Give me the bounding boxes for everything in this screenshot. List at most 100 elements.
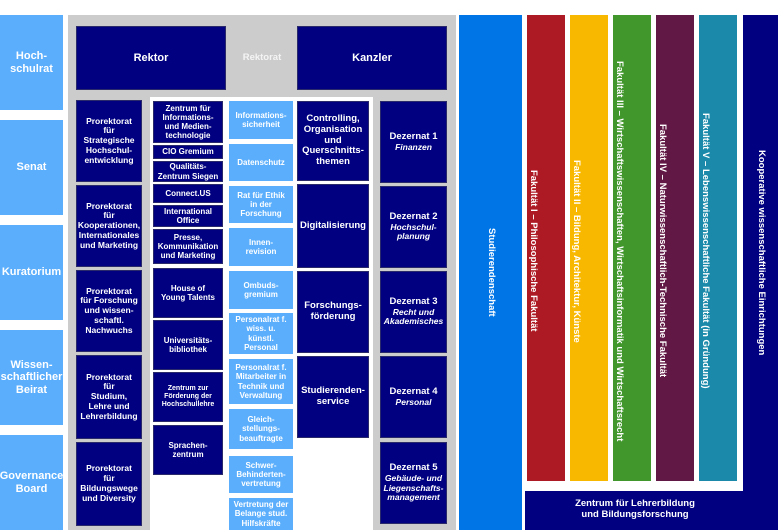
staff-label: Personalrat f. Mitarbeiter in Technik un… bbox=[235, 363, 287, 400]
kanzler-unit-label: Digitalisierung bbox=[300, 219, 366, 231]
kanzler-unit-label: Forschungs- förderung bbox=[304, 300, 362, 322]
dezernat-title: Dezernat 4 bbox=[389, 385, 438, 397]
kanzler-unit-label: Studierenden- service bbox=[301, 385, 365, 407]
staff-label: Innen- revision bbox=[245, 237, 277, 256]
unit-zimt[interactable]: Zentrum für Informations- und Medien- te… bbox=[153, 101, 223, 143]
unit-label: Presse, Kommunikation und Marketing bbox=[157, 232, 219, 261]
dezernat-title: Dezernat 1 bbox=[389, 130, 438, 142]
fakultaet-2[interactable]: Fakultät II – Bildung, Architektur, Küns… bbox=[570, 15, 608, 481]
prorektorat-bildungswege[interactable]: Prorektorat für Bildungswege und Diversi… bbox=[76, 442, 142, 526]
unit-international-office[interactable]: International Office bbox=[153, 205, 223, 227]
zentrum-lehrerbildung[interactable]: Zentrum für Lehrerbildung und Bildungsfo… bbox=[527, 492, 743, 528]
staff-label: Datenschutz bbox=[237, 157, 285, 167]
unit-zentrum-hochschullehre[interactable]: Zentrum zur Förderung der Hochschullehre bbox=[153, 372, 223, 422]
board-label: Senat bbox=[16, 161, 47, 174]
dezernat-subtitle: Hochschul- planung bbox=[390, 221, 437, 242]
prorektorat-studium[interactable]: Prorektorat für Studium, Lehre und Lehre… bbox=[76, 355, 142, 439]
fakultaet-label: Fakultät II – Bildung, Architektur, Küns… bbox=[570, 159, 582, 343]
staff-label: Personalrat f. wiss. u. künstl. Personal bbox=[235, 315, 287, 352]
dezernat-subtitle: Recht und Akademisches bbox=[383, 306, 444, 327]
staff-gleichstellung[interactable]: Gleich- stellungs- beauftragte bbox=[229, 409, 293, 449]
unit-digitalisierung[interactable]: Digitalisierung bbox=[297, 184, 369, 268]
fakultaet-3[interactable]: Fakultät III – Wirtschaftswissenschaften… bbox=[613, 15, 651, 481]
unit-cio-gremium[interactable]: CIO Gremium bbox=[153, 145, 223, 159]
staff-ethikrat[interactable]: Rat für Ethik in der Forschung bbox=[229, 186, 293, 223]
kanzler-box[interactable]: Kanzler bbox=[297, 26, 447, 90]
fakultaet-label: Fakultät I – Philosophische Fakultät bbox=[527, 170, 539, 332]
staff-personalrat-mtv[interactable]: Personalrat f. Mitarbeiter in Technik un… bbox=[229, 359, 293, 404]
board-kuratorium[interactable]: Kuratorium bbox=[0, 225, 63, 320]
prorektorat-label: Prorektorat für Bildungswege und Diversi… bbox=[80, 463, 138, 503]
unit-controlling[interactable]: Controlling, Organisation und Querschnit… bbox=[297, 101, 369, 181]
prorektorat-label: Prorektorat für Strategische Hochschul- … bbox=[83, 115, 135, 165]
kanzler-unit-label: Controlling, Organisation und Querschnit… bbox=[302, 112, 364, 168]
staff-label: Rat für Ethik in der Forschung bbox=[237, 190, 285, 219]
board-governance[interactable]: Governance Board bbox=[0, 435, 63, 530]
rektor-label: Rektor bbox=[133, 51, 169, 64]
unit-label: Connect.US bbox=[165, 188, 211, 198]
prorektorat-label: Prorektorat für Forschung und wissen- sc… bbox=[80, 285, 138, 335]
dezernat-title: Dezernat 2 bbox=[389, 210, 438, 222]
fakultaet-label: Fakultät V – Lebenswissenschaftliche Fak… bbox=[699, 113, 711, 389]
board-wissenschaftlicher-beirat[interactable]: Wissen- schaftlicher Beirat bbox=[0, 330, 63, 425]
dezernat-title: Dezernat 5 bbox=[389, 461, 438, 473]
prorektorat-strategie[interactable]: Prorektorat für Strategische Hochschul- … bbox=[76, 100, 142, 182]
board-label: Wissen- schaftlicher Beirat bbox=[0, 358, 63, 396]
prorektorat-forschung[interactable]: Prorektorat für Forschung und wissen- sc… bbox=[76, 270, 142, 352]
unit-forschungsfoerderung[interactable]: Forschungs- förderung bbox=[297, 271, 369, 353]
unit-label: House of Young Talents bbox=[161, 283, 215, 302]
staff-label: Vertretung der Belange stud. Hilfskräfte bbox=[233, 500, 289, 528]
unit-label: Universitäts- bibliothek bbox=[163, 335, 213, 354]
unit-bibliothek[interactable]: Universitäts- bibliothek bbox=[153, 320, 223, 370]
kooperative-label: Kooperative wissenschaftliche Einrichtun… bbox=[755, 150, 767, 356]
staff-schwerbehindertenvertretung[interactable]: Schwer- Behinderten- vertretung bbox=[229, 456, 293, 493]
unit-house-of-young-talents[interactable]: House of Young Talents bbox=[153, 268, 223, 318]
unit-sprachenzentrum[interactable]: Sprachen- zentrum bbox=[153, 425, 223, 475]
zentrum-lehrerbildung-label: Zentrum für Lehrerbildung und Bildungsfo… bbox=[575, 498, 695, 520]
unit-label: Zentrum zur Förderung der Hochschullehre bbox=[161, 384, 215, 409]
staff-innenrevision[interactable]: Innen- revision bbox=[229, 228, 293, 266]
unit-presse[interactable]: Presse, Kommunikation und Marketing bbox=[153, 229, 223, 264]
staff-vertretung-hilfskraefte[interactable]: Vertretung der Belange stud. Hilfskräfte bbox=[229, 498, 293, 530]
staff-label: Ombuds- gremium bbox=[243, 280, 279, 299]
staff-personalrat-wiss[interactable]: Personalrat f. wiss. u. künstl. Personal bbox=[229, 313, 293, 354]
unit-studierendenservice[interactable]: Studierenden- service bbox=[297, 356, 369, 438]
rektorat-title-text: Rektorat bbox=[242, 51, 282, 63]
unit-label: Sprachen- zentrum bbox=[168, 440, 208, 459]
board-label: Kuratorium bbox=[1, 266, 62, 279]
prorektorat-kooperationen[interactable]: Prorektorat für Kooperationen, Internati… bbox=[76, 185, 142, 267]
fakultaet-label: Fakultät III – Wirtschaftswissenschaften… bbox=[613, 60, 625, 442]
unit-qualitaetszentrum[interactable]: Qualitäts- Zentrum Siegen bbox=[153, 161, 223, 182]
board-hochschulrat[interactable]: Hoch- schulrat bbox=[0, 15, 63, 110]
studierendenschaft[interactable]: Studierendenschaft bbox=[459, 15, 522, 530]
studierendenschaft-label: Studierendenschaft bbox=[485, 228, 497, 317]
fakultaet-1[interactable]: Fakultät I – Philosophische Fakultät bbox=[527, 15, 565, 481]
unit-connect-us[interactable]: Connect.US bbox=[153, 184, 223, 203]
staff-datenschutz[interactable]: Datenschutz bbox=[229, 144, 293, 181]
dezernat-subtitle: Finanzen bbox=[395, 141, 432, 152]
staff-informationssicherheit[interactable]: Informations- sicherheit bbox=[229, 101, 293, 139]
fakultaet-4[interactable]: Fakultät IV – Naturwissenschaftlich-Tech… bbox=[656, 15, 694, 481]
board-label: Governance Board bbox=[0, 469, 64, 495]
staff-label: Informations- sicherheit bbox=[235, 110, 287, 129]
rektor-box[interactable]: Rektor bbox=[76, 26, 226, 90]
board-senat[interactable]: Senat bbox=[0, 120, 63, 215]
staff-label: Gleich- stellungs- beauftragte bbox=[239, 415, 283, 443]
unit-label: Qualitäts- Zentrum Siegen bbox=[157, 162, 219, 181]
dezernat-subtitle: Gebäude- und Liegenschafts- management bbox=[383, 472, 444, 503]
fakultaet-label: Fakultät IV – Naturwissenschaftlich-Tech… bbox=[656, 124, 668, 378]
unit-label: International Office bbox=[163, 206, 212, 225]
staff-label: Schwer- Behinderten- vertretung bbox=[236, 460, 286, 489]
prorektorat-label: Prorektorat für Kooperationen, Internati… bbox=[77, 200, 141, 250]
board-label: Hoch- schulrat bbox=[10, 49, 53, 75]
staff-ombudsgremium[interactable]: Ombuds- gremium bbox=[229, 271, 293, 309]
dezernat-subtitle: Personal bbox=[395, 396, 432, 407]
dezernat-title: Dezernat 3 bbox=[389, 295, 438, 307]
unit-label: Zentrum für Informations- und Medien- te… bbox=[162, 103, 214, 141]
fakultaet-5[interactable]: Fakultät V – Lebenswissenschaftliche Fak… bbox=[699, 15, 737, 481]
